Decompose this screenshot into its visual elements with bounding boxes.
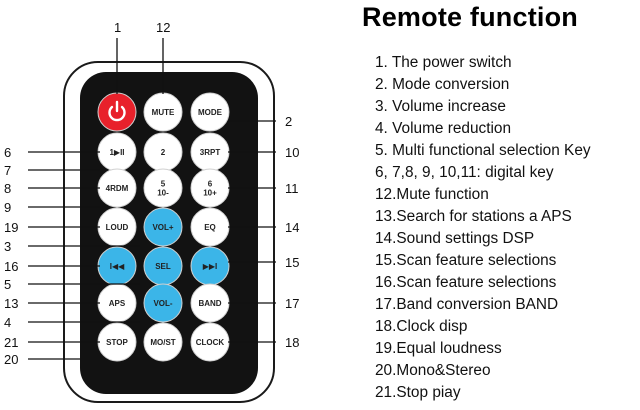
sel-button[interactable]: SEL <box>143 246 183 286</box>
prev-button[interactable]: I◀◀ <box>97 246 137 286</box>
mute-label: MUTE <box>152 108 175 117</box>
callout-number: 11 <box>285 181 299 196</box>
function-item: 4. Volume reduction <box>375 120 512 137</box>
play-pause-button[interactable]: 1▶II <box>97 132 137 172</box>
play-pause-label: 1▶II <box>109 148 124 157</box>
next-button[interactable]: ▶▶I <box>190 246 230 286</box>
function-item: 2. Mode conversion <box>375 76 510 93</box>
function-item: 19.Equal loudness <box>375 340 502 357</box>
prev-label: I◀◀ <box>110 262 125 271</box>
mute-button[interactable]: MUTE <box>143 92 183 132</box>
function-item: 6, 7,8, 9, 10,11: digital key <box>375 164 554 181</box>
callout-number: 20 <box>4 352 18 367</box>
power-button[interactable] <box>97 92 137 132</box>
function-item: 16.Scan feature selections <box>375 274 557 291</box>
band-button[interactable]: BAND <box>190 283 230 323</box>
rdm-button[interactable]: 4RDM <box>97 168 137 208</box>
function-item: 20.Mono&Stereo <box>375 362 491 379</box>
function-item: 13.Search for stations a APS <box>375 208 572 225</box>
callout-number: 17 <box>285 296 299 311</box>
mode-label: MODE <box>198 108 223 117</box>
page-title: Remote function <box>362 2 578 32</box>
next-label: ▶▶I <box>203 262 218 271</box>
callout-number: 3 <box>4 239 11 254</box>
callout-number: 15 <box>285 255 299 270</box>
function-list: 1. The power switch 2. Mode conversion 3… <box>375 52 591 404</box>
stop-label: STOP <box>106 338 128 347</box>
callout-number: 13 <box>4 296 18 311</box>
vol-down-button[interactable]: VOL- <box>143 283 183 323</box>
function-item: 14.Sound settings DSP <box>375 230 535 247</box>
callout-number: 2 <box>285 114 292 129</box>
function-item: 18.Clock disp <box>375 318 468 335</box>
callout-number: 5 <box>4 277 11 292</box>
function-item: 12.Mute function <box>375 186 489 203</box>
vol-up-button[interactable]: VOL+ <box>143 207 183 247</box>
function-item: 15.Scan feature selections <box>375 252 557 269</box>
eq-button[interactable]: EQ <box>190 207 230 247</box>
loud-label: LOUD <box>106 223 129 232</box>
vol-down-label: VOL- <box>153 299 172 308</box>
rpt-label: 3RPT <box>200 148 221 157</box>
two-button[interactable]: 2 <box>143 132 183 172</box>
stop-button[interactable]: STOP <box>97 322 137 362</box>
function-item: 21.Stop piay <box>375 384 461 401</box>
callout-number: 10 <box>285 145 299 160</box>
callout-number: 7 <box>4 163 11 178</box>
callout-number: 21 <box>4 335 18 350</box>
callout-number: 19 <box>4 220 18 235</box>
function-item: 1. The power switch <box>375 54 512 71</box>
eq-label: EQ <box>204 223 216 232</box>
function-item: 5. Multi functional selection Key <box>375 142 591 159</box>
function-item: 3. Volume increase <box>375 98 506 115</box>
callout-number: 18 <box>285 335 299 350</box>
callout-number: 14 <box>285 220 299 235</box>
band-label: BAND <box>198 299 221 308</box>
callout-number: 8 <box>4 181 11 196</box>
clock-button[interactable]: CLOCK <box>190 322 230 362</box>
aps-label: APS <box>109 299 126 308</box>
mo-st-button[interactable]: MO/ST <box>143 322 183 362</box>
callout-number: 12 <box>156 20 170 35</box>
callout-number: 1 <box>114 20 121 35</box>
callout-number: 6 <box>4 145 11 160</box>
rdm-label: 4RDM <box>106 184 129 193</box>
two-label: 2 <box>161 148 166 157</box>
callout-number: 16 <box>4 259 18 274</box>
loud-button[interactable]: LOUD <box>97 207 137 247</box>
aps-button[interactable]: APS <box>97 283 137 323</box>
clock-label: CLOCK <box>196 338 225 347</box>
vol-up-label: VOL+ <box>152 223 173 232</box>
function-item: 17.Band conversion BAND <box>375 296 559 313</box>
mode-button[interactable]: MODE <box>190 92 230 132</box>
rpt-button[interactable]: 3RPT <box>190 132 230 172</box>
mo-st-label: MO/ST <box>150 338 175 347</box>
sel-label: SEL <box>155 262 171 271</box>
callout-number: 4 <box>4 315 11 330</box>
callout-number: 9 <box>4 200 11 215</box>
power-icon <box>108 100 126 122</box>
